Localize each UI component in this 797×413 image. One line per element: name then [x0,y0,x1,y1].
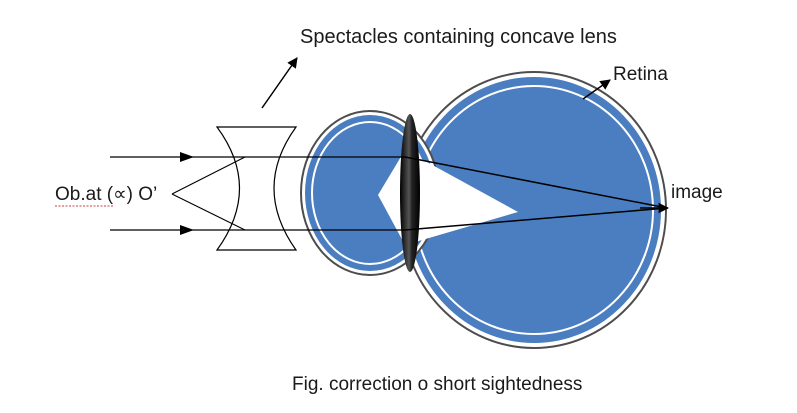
virtual-ray-top [171,156,246,195]
object-label: Ob.at (∝) O’ [55,184,157,205]
retina-pointer-arrow [582,79,611,100]
eyeball-body [407,77,661,343]
retina-label: Retina [613,64,668,85]
spectacles-pointer-arrow [261,57,298,109]
eye-lens [400,114,420,272]
converging-ray-bottom [404,207,668,231]
incoming-ray-bottom-arrow [180,225,194,235]
eyeball [401,71,667,349]
figure-caption: Fig. correction o short sightedness [292,374,582,395]
image-label: image [671,182,723,203]
virtual-ray-bottom [171,193,246,231]
incoming-ray-top-arrow [180,152,194,162]
concave-spectacle-lens [215,126,298,251]
converging-ray-top [404,156,668,209]
spectacles-label: Spectacles containing concave lens [300,26,617,48]
